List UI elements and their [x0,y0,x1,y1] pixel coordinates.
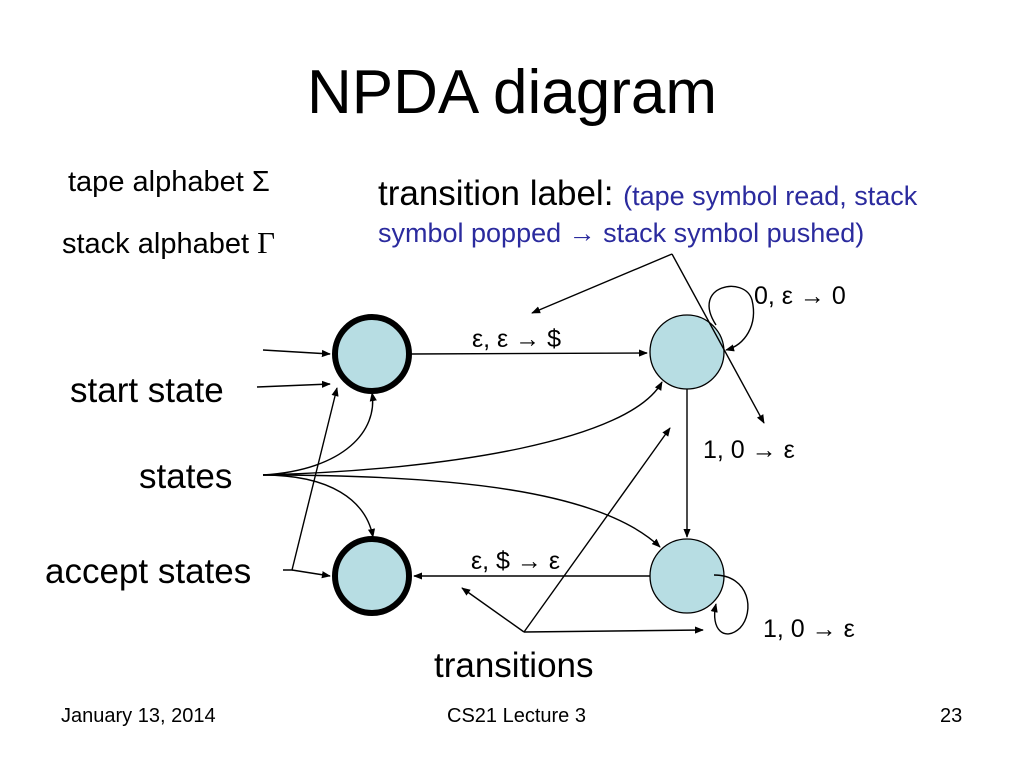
edge-label-q3-loop: 1, 0 → ε [763,615,855,643]
state-q2 [649,314,725,390]
edge-q1-q2 [409,349,648,357]
state-start [332,314,412,394]
state-q3 [649,538,725,614]
transition-label-arrow-left [531,253,673,314]
states-pointer-accept [262,474,376,538]
start-state-pointer [256,380,331,388]
transition-label-heading: transition label: (tape symbol read, sta… [378,176,917,211]
transition-label-desc-line1: (tape symbol read, stack [623,181,918,211]
footer-date: January 13, 2014 [61,705,216,727]
transition-label-text: transition label: [378,174,624,213]
edge-label-q2-q3: 1, 0 → ε [703,436,795,464]
states-pointer-q3 [262,474,661,548]
edge-q3-loop [710,574,749,635]
gamma-symbol: Γ [257,225,275,260]
edge-q2-loop [708,285,755,352]
start-arrow [262,349,331,358]
accept-states-pointer [283,387,339,571]
edge-label-q1-q2: ε, ε → $ [472,325,561,353]
accept-states-pointer-2 [291,569,331,579]
transitions-pointer-up [523,427,671,633]
edge-label-q2-loop: 0, ε → 0 [754,282,846,310]
footer-course: CS21 Lecture 3 [447,705,586,727]
transitions-pointer-right [523,626,704,634]
states-label: states [139,457,233,496]
transitions-label: transitions [434,646,594,685]
start-state-label: start state [70,371,224,410]
transitions-pointer-left [461,587,525,633]
transition-label-desc-line2: symbol popped → stack symbol pushed) [378,218,865,248]
accept-states-label: accept states [45,552,252,591]
states-pointer-start [262,392,377,476]
transition-label-arrow-right [671,253,765,424]
tape-alphabet-label: tape alphabet Σ [68,166,270,198]
edge-label-q3-q4: ε, $ → ε [471,547,560,575]
states-pointer-q2 [262,381,663,476]
footer-page-number: 23 [940,705,963,727]
stack-alphabet-text: stack alphabet [62,228,258,260]
slide-title: NPDA diagram [306,58,718,127]
state-accept [332,536,412,616]
stack-alphabet-label: stack alphabet Γ [62,227,275,259]
